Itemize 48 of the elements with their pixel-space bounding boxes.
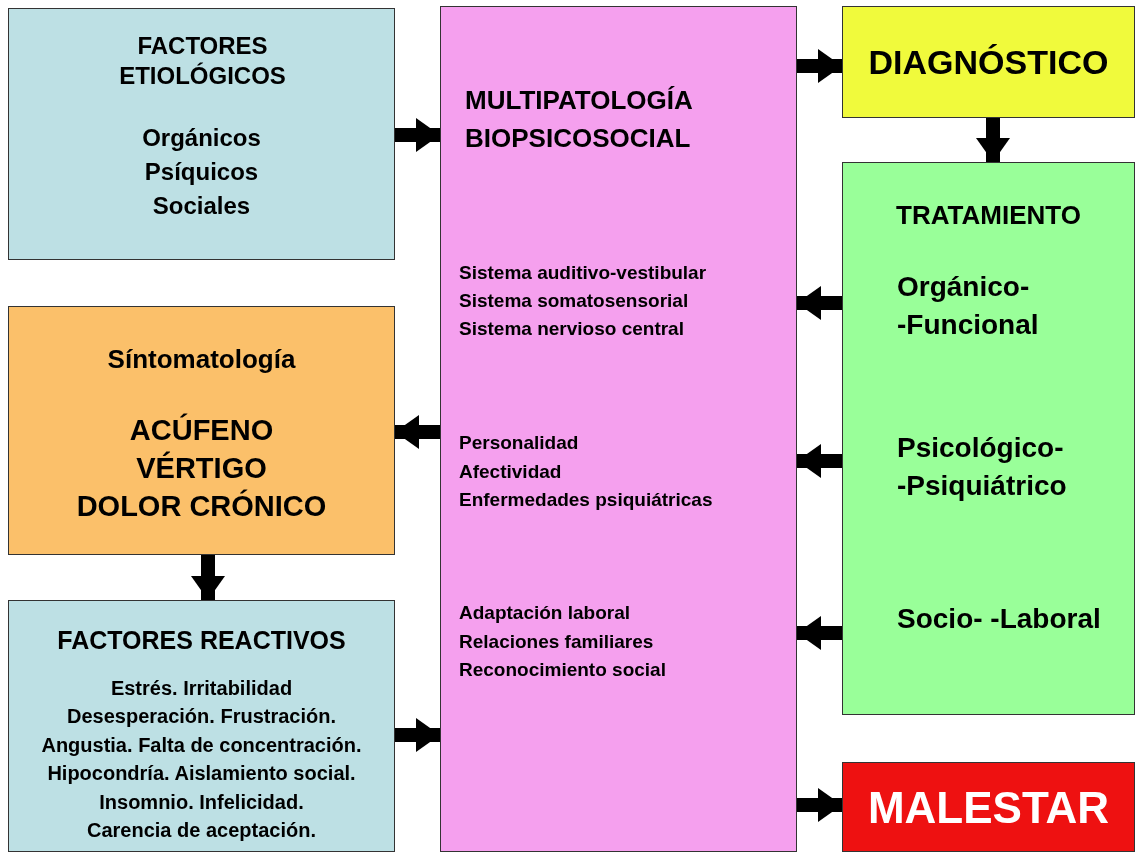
block-arrow	[797, 49, 842, 83]
box-text: Afectividad	[459, 460, 562, 484]
box-text: Estrés. Irritabilidad	[109, 676, 294, 701]
block-arrow	[976, 118, 1010, 162]
box-text: ACÚFENO	[128, 412, 275, 448]
box-heading: FACTORES ETIOLÓGICOS	[118, 31, 287, 91]
box-heading: MALESTAR	[866, 783, 1111, 833]
process-box	[842, 762, 1135, 852]
process-box	[842, 6, 1135, 118]
process-box	[8, 306, 395, 555]
box-text: Angustia. Falta de concentración.	[40, 733, 363, 758]
box-text: Insomnio. Infelicidad.	[98, 790, 305, 815]
box-text: Psíquicos	[143, 157, 260, 187]
box-text: Psicológico- -Psiquiátrico	[897, 431, 1068, 503]
block-arrow	[797, 444, 842, 478]
box-text: Relaciones familiares	[459, 630, 654, 654]
process-box	[842, 162, 1135, 715]
box-text: Reconocimiento social	[459, 658, 666, 682]
box-text: VÉRTIGO	[135, 450, 268, 486]
process-box	[8, 8, 395, 260]
box-text: Orgánicos	[141, 123, 262, 153]
process-box	[8, 600, 395, 852]
block-arrow	[395, 415, 440, 449]
box-text: Enfermedades psiquiátricas	[459, 488, 713, 512]
box-text: Carencia de aceptación.	[86, 818, 317, 843]
block-arrow	[797, 286, 842, 320]
block-arrow	[395, 118, 440, 152]
box-heading: FACTORES REACTIVOS	[56, 625, 347, 656]
box-text: Hipocondría. Aislamiento social.	[46, 761, 357, 786]
box-text: Sistema auditivo-vestibular	[459, 261, 707, 285]
box-text: Sociales	[151, 191, 252, 221]
box-heading: Síntomatología	[106, 343, 297, 376]
box-heading: MULTIPATOLOGÍA BIOPSICOSOCIAL	[465, 84, 693, 155]
block-arrow	[191, 555, 225, 600]
box-heading: TRATAMIENTO	[895, 199, 1082, 232]
box-heading: DIAGNÓSTICO	[867, 42, 1110, 82]
box-text: Sistema nervioso central	[459, 317, 684, 341]
box-text: Desesperación. Frustración.	[66, 704, 337, 729]
block-arrow	[797, 616, 842, 650]
box-text: Orgánico- -Funcional	[897, 270, 1040, 342]
process-box	[440, 6, 797, 852]
block-arrow	[797, 788, 842, 822]
box-text: Sistema somatosensorial	[459, 289, 689, 313]
box-text: Adaptación laboral	[459, 601, 631, 625]
block-arrow	[395, 718, 440, 752]
box-text: Personalidad	[459, 431, 579, 455]
box-text: DOLOR CRÓNICO	[75, 488, 328, 524]
box-text: Socio- -Laboral	[897, 602, 1102, 636]
